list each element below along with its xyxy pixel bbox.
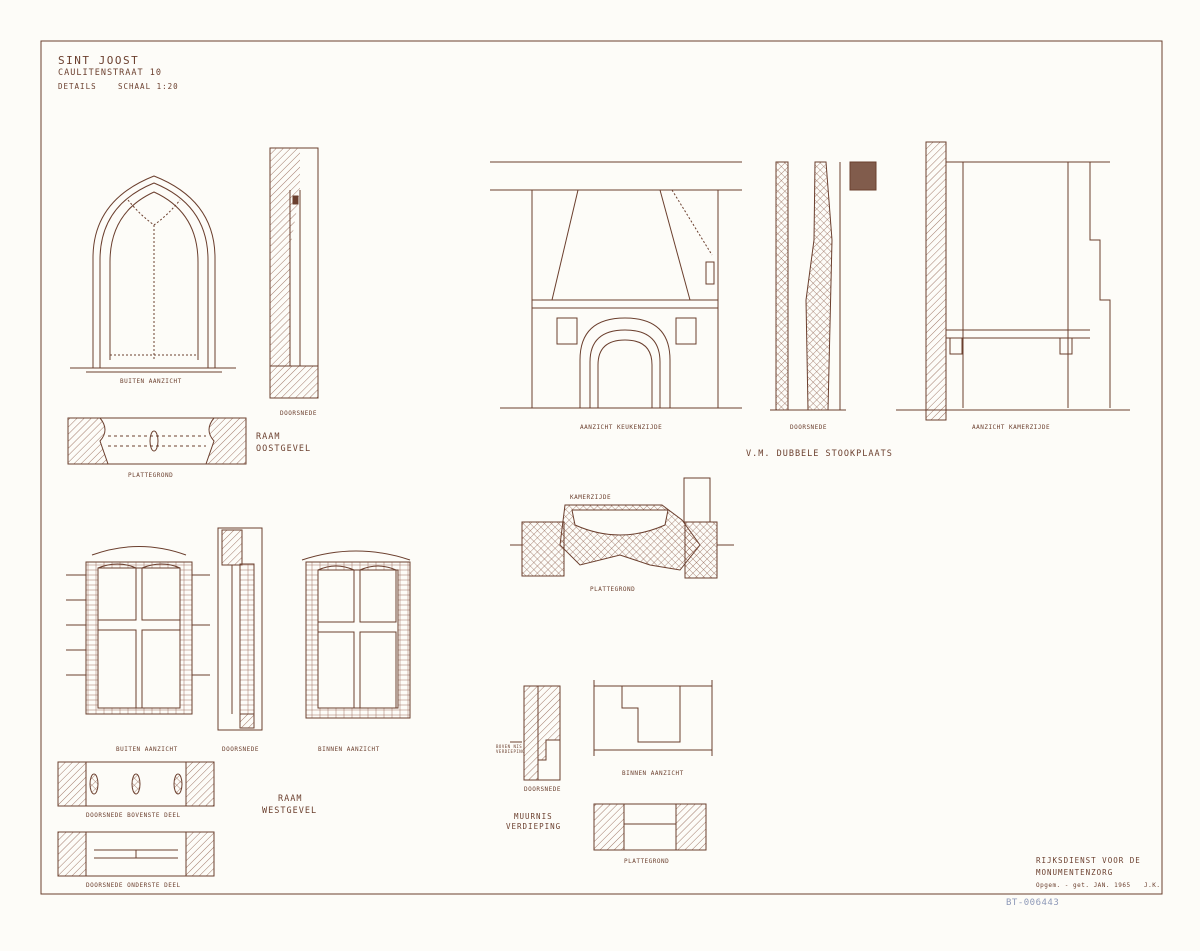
kamerzijde-label: AANZICHT KAMERZIJDE <box>972 424 1051 431</box>
muurnis-caption-1: MUURNIS <box>514 812 553 821</box>
westgevel-caption-2: WESTGEVEL <box>262 806 318 816</box>
stookplaats-plattegrond-label: PLATTEGROND <box>590 586 636 593</box>
westgevel-caption-1: RAAM <box>278 794 303 804</box>
wall-niche-section <box>510 685 561 781</box>
oostgevel-doorsnede-label: DOORSNEDE <box>280 410 318 417</box>
archive-stamp: BT-006443 <box>1006 898 1060 908</box>
drawing-scale: SCHAAL 1:20 <box>118 82 179 91</box>
wall-niche-inside-view <box>593 680 713 756</box>
drawing-address: CAULITENSTRAAT 10 <box>58 68 162 78</box>
org-line-2: MONUMENTENZORG <box>1036 868 1114 877</box>
muurnis-small-note: BOVEN NIS VERDIEPING <box>496 744 526 754</box>
drawing-details-label: DETAILS <box>58 82 97 91</box>
org-line-1: RIJKSDIENST VOOR DE <box>1036 856 1141 865</box>
westgevel-plan-lower <box>57 831 215 877</box>
kamerzijde-plan-note: KAMERZIJDE <box>570 494 612 501</box>
fireplace-room-elevation <box>896 141 1130 421</box>
stookplaats-caption: V.M. DUBBELE STOOKPLAATS <box>746 449 893 459</box>
muurnis-plattegrond-label: PLATTEGROND <box>624 858 670 865</box>
muurnis-caption-2: VERDIEPING <box>506 822 562 831</box>
wall-niche-plan <box>593 803 707 851</box>
oostgevel-window-section <box>269 147 319 399</box>
oostgevel-buiten-label: BUITEN AANZICHT <box>120 378 182 385</box>
westgevel-onderste-label: DOORSNEDE ONDERSTE DEEL <box>86 882 181 889</box>
muurnis-doorsnede-label: DOORSNEDE <box>524 786 562 793</box>
oostgevel-window-plan <box>67 417 247 465</box>
westgevel-bovenste-label: DOORSNEDE BOVENSTE DEEL <box>86 812 181 819</box>
westgevel-window-outside <box>66 546 210 715</box>
drawing-title: SINT JOOST <box>58 54 140 67</box>
westgevel-window-inside <box>301 550 411 719</box>
westgevel-plan-upper <box>57 761 215 807</box>
oostgevel-plattegrond-label: PLATTEGROND <box>128 472 174 479</box>
fireplace-kitchen-elevation <box>490 161 742 409</box>
oostgevel-caption-2: OOSTGEVEL <box>256 444 312 454</box>
oostgevel-caption-1: RAAM <box>256 432 281 442</box>
fireplace-plan <box>510 477 734 579</box>
westgevel-buiten-label: BUITEN AANZICHT <box>116 746 178 753</box>
signed-initials: J.K. <box>1144 882 1161 889</box>
westgevel-doorsnede-label: DOORSNEDE <box>222 746 260 753</box>
stookplaats-doorsnede-label: DOORSNEDE <box>790 424 828 431</box>
westgevel-window-section <box>217 527 263 731</box>
muurnis-binnen-label: BINNEN AANZICHT <box>622 770 684 777</box>
fireplace-section <box>770 161 877 411</box>
westgevel-binnen-label: BINNEN AANZICHT <box>318 746 380 753</box>
sheet-border <box>40 40 1163 895</box>
signed-date: Opgem. - get. JAN. 1965 <box>1036 882 1131 889</box>
keukenzijde-label: AANZICHT KEUKENZIJDE <box>580 424 663 431</box>
oostgevel-window-elevation <box>70 175 236 373</box>
